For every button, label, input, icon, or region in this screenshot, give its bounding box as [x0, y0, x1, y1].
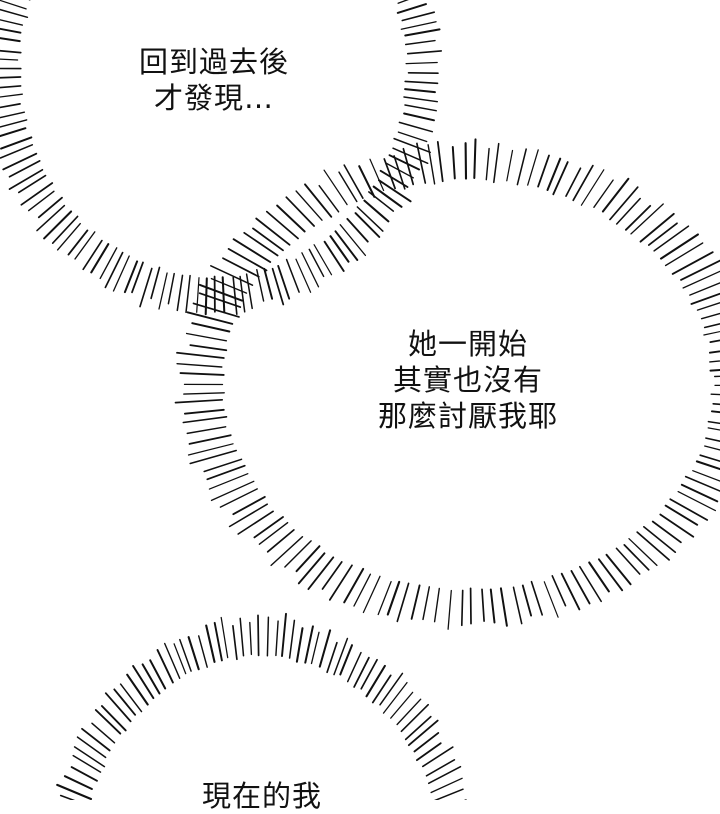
bubble-3-line-1: 現在的我: [202, 778, 322, 814]
bubble-1-line-1: 回到過去後: [139, 44, 289, 80]
bubble-3-border: [48, 614, 479, 800]
bubble-2-text: 她一開始 其實也沒有 那麼討厭我耶: [378, 326, 558, 434]
bubble-1-text: 回到過去後 才發現…: [139, 44, 289, 116]
bubble-3-text: 現在的我: [202, 778, 322, 814]
bubble-2-line-2: 其實也沒有: [378, 362, 558, 398]
bubble-2-line-1: 她一開始: [378, 326, 558, 362]
bubble-2-line-3: 那麼討厭我耶: [378, 398, 558, 434]
bubble-1-line-2: 才發現…: [139, 80, 289, 116]
